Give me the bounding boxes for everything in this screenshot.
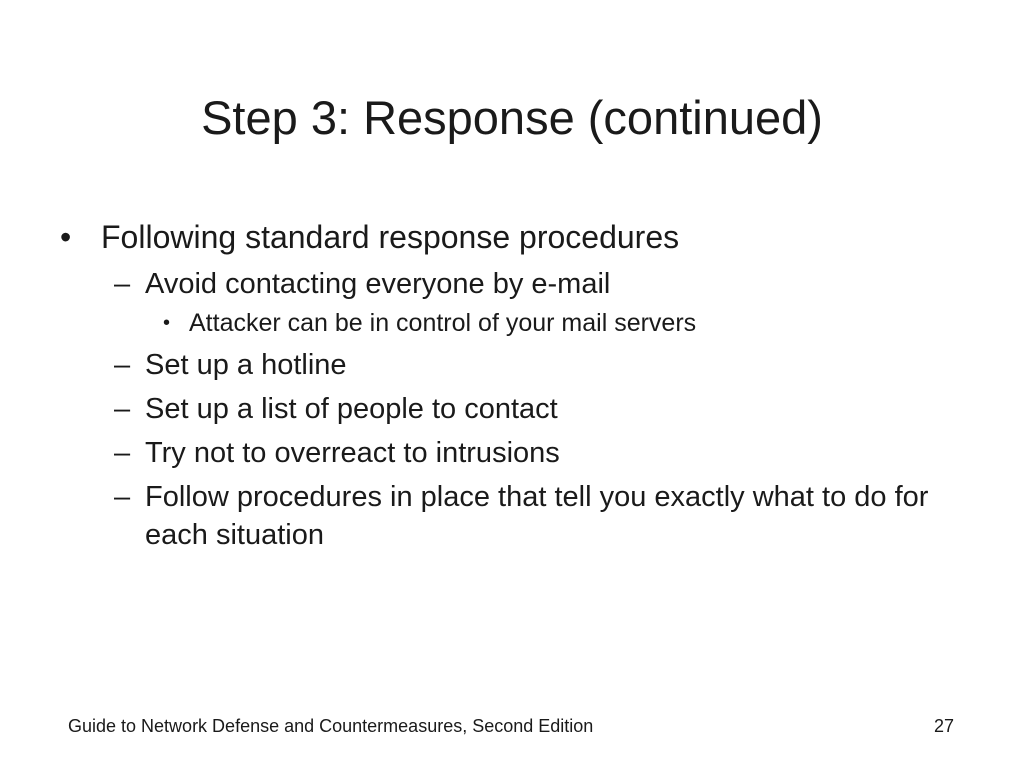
bullet-text: Following standard response procedures <box>101 219 680 255</box>
footer-page-number: 27 <box>933 716 954 736</box>
bullet-dot-icon: • <box>163 312 171 334</box>
dash-icon: – <box>114 393 131 425</box>
bullet-text: Follow procedures in place that tell you… <box>145 481 929 551</box>
slide-title: Step 3: Response (continued) <box>201 91 823 144</box>
bullet-item-level2: – Avoid contacting everyone by e-mail <box>114 265 960 303</box>
dash-icon: – <box>114 268 131 300</box>
bullet-item-level2: – Try not to overreact to intrusions <box>114 434 960 472</box>
dash-icon: – <box>114 437 131 469</box>
bullet-dot-icon: • <box>60 219 72 255</box>
bullet-item-level2: – Follow procedures in place that tell y… <box>114 478 960 554</box>
bullet-text: Set up a hotline <box>145 349 347 381</box>
footer-book-title: Guide to Network Defense and Countermeas… <box>68 716 594 736</box>
bullet-text: Set up a list of people to contact <box>145 393 558 425</box>
dash-icon: – <box>114 481 131 513</box>
bullet-item-level3: • Attacker can be in control of your mai… <box>163 306 960 340</box>
bullet-list: • Following standard response procedures… <box>60 215 960 554</box>
bullet-text: Try not to overreact to intrusions <box>145 437 560 469</box>
bullet-item-level1: • Following standard response procedures <box>60 215 960 259</box>
bullet-text: Avoid contacting everyone by e-mail <box>145 268 611 300</box>
bullet-item-level2: – Set up a list of people to contact <box>114 390 960 428</box>
bullet-text: Attacker can be in control of your mail … <box>189 309 697 337</box>
bullet-item-level2: – Set up a hotline <box>114 346 960 384</box>
dash-icon: – <box>114 349 131 381</box>
